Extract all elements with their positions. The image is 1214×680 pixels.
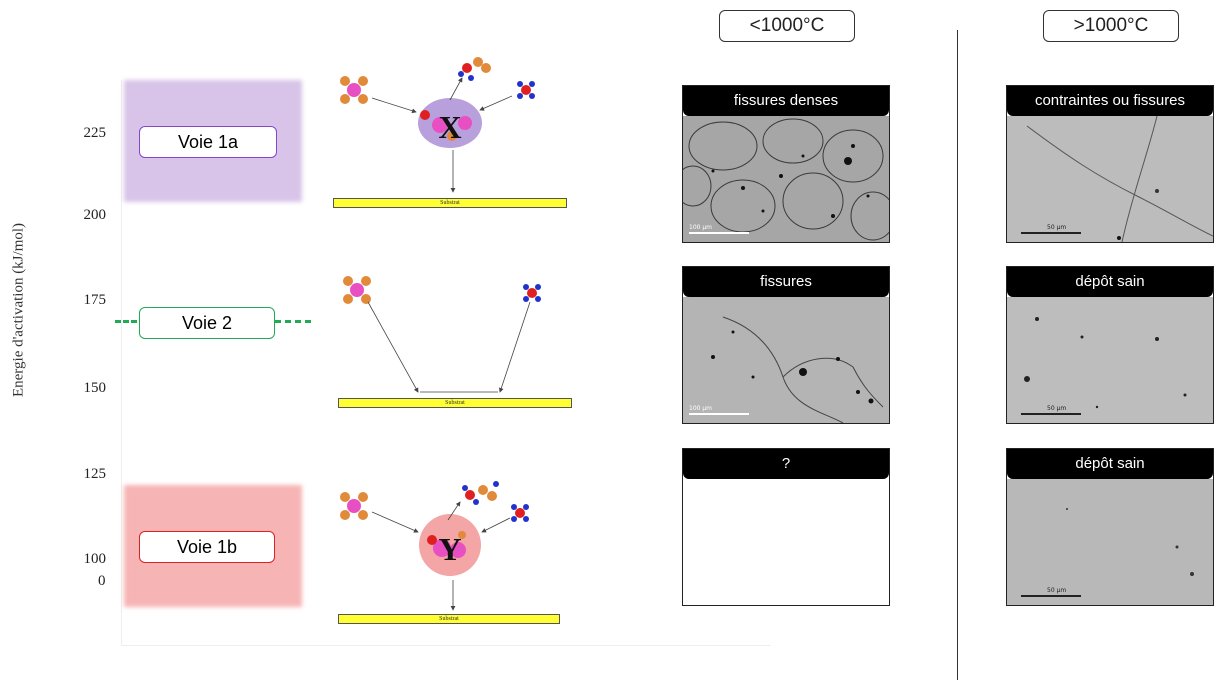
caption: contraintes ou fissures <box>1007 86 1213 116</box>
micrograph-high-2: dépôt sain 50 µm <box>1006 266 1214 424</box>
scale-label: 50 µm <box>1047 224 1067 231</box>
x-axis-line <box>121 645 771 646</box>
caption: dépôt sain <box>1007 449 1213 479</box>
sicl4-molecule-1a <box>340 76 368 104</box>
scale-bar <box>689 232 749 234</box>
caption: fissures denses <box>683 86 889 116</box>
caption: dépôt sain <box>1007 267 1213 297</box>
scale-bar <box>1021 232 1081 234</box>
tick-100: 100 <box>83 551 107 567</box>
scale-label: 50 µm <box>1047 587 1067 594</box>
micrograph-image: 100 µm <box>674 116 896 242</box>
sicl4-molecule-1b <box>340 492 368 520</box>
column-divider <box>957 30 958 680</box>
micrograph-image: 50 µm <box>1007 297 1213 423</box>
voie2-label: Voie 2 <box>139 307 275 339</box>
micrograph-low-1a: fissures denses 100 µm <box>674 85 896 243</box>
micrograph-low-2: fissures 100 µm <box>682 266 890 424</box>
low-temp-header: <1000°C <box>719 10 855 42</box>
voie1a-label: Voie 1a <box>139 126 277 158</box>
scale-bar <box>689 413 749 415</box>
tick-origin: 0 <box>98 573 106 589</box>
micrograph-empty <box>683 479 889 605</box>
micrograph-low-1b: ? <box>682 448 890 606</box>
tick-150: 150 <box>83 380 107 396</box>
substrate-2: Substrat <box>338 398 572 408</box>
h2o-molecule-1a <box>517 81 535 99</box>
scale-label: 100 µm <box>689 405 713 412</box>
hcl-product-1a <box>458 57 491 81</box>
intermediate-Y: Y <box>438 531 461 567</box>
micrograph-high-1b: dépôt sain 50 µm <box>1006 448 1214 606</box>
substrate-1b: Substrat <box>338 614 560 624</box>
y-axis-line <box>121 80 122 646</box>
tick-125: 125 <box>83 466 107 482</box>
high-temp-header: >1000°C <box>1043 10 1179 42</box>
voie1b-label: Voie 1b <box>139 531 275 563</box>
tick-175: 175 <box>83 292 107 308</box>
micrograph-image: 50 µm <box>1007 479 1213 605</box>
scale-label: 50 µm <box>1047 405 1067 412</box>
scale-label: 100 µm <box>689 224 713 231</box>
sicl4-molecule-2 <box>343 276 371 304</box>
voie2-dash-right <box>275 320 311 323</box>
tick-200: 200 <box>83 207 107 223</box>
y-axis-label: Energie d'activation (kJ/mol) <box>10 222 27 398</box>
caption: fissures <box>683 267 889 297</box>
micrograph-image: 50 µm <box>1007 115 1214 243</box>
micrograph-high-1a: contraintes ou fissures 50 µm <box>1006 85 1214 243</box>
intermediate-cloud-1a <box>418 98 482 148</box>
intermediate-X: X <box>438 109 461 145</box>
micrograph-image: 100 µm <box>683 297 889 424</box>
reaction-schemes: X Y <box>340 57 541 611</box>
tick-225: 225 <box>83 125 107 141</box>
substrate-1a: Substrat <box>333 198 567 208</box>
h2o-molecule-2 <box>523 284 541 302</box>
caption: ? <box>683 449 889 479</box>
scale-bar <box>1021 413 1081 415</box>
h2o-molecule-1b <box>511 504 529 522</box>
hcl-product-1b <box>462 481 499 505</box>
scale-bar <box>1021 595 1081 597</box>
voie2-dash-left <box>115 320 137 323</box>
